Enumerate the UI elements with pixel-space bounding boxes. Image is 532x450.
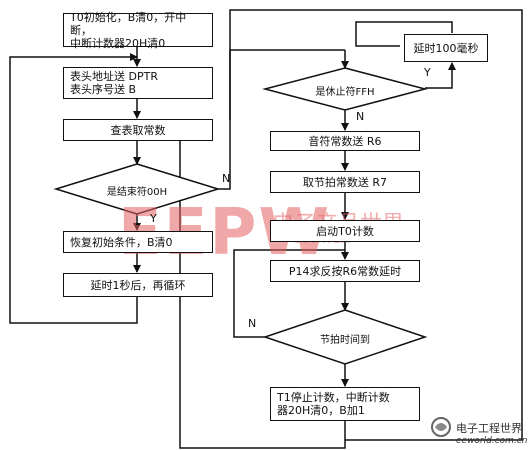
box-table-ptr-line2: 表头序号送 B	[70, 83, 137, 96]
box-delay100ms-label: 延时100毫秒	[413, 41, 479, 55]
edge-rest-yes-to-delay100	[425, 62, 456, 89]
box-restore: 恢复初始条件，B清0	[63, 231, 213, 253]
decision-beat-time-shape	[262, 309, 428, 365]
box-delay1s-label: 延时1秒后，再循环	[90, 278, 186, 292]
edge-beat-no-loop	[233, 249, 345, 338]
label-beat-no: N	[248, 317, 257, 330]
edge-feed-rest	[229, 49, 345, 120]
eeworld-logo-icon	[431, 417, 451, 437]
label-rest-yes: Y	[424, 66, 431, 79]
box-t1-stop: T1停止计数，中断计数 器20H清0，B加1	[270, 387, 420, 421]
box-beat-r7: 取节拍常数送 R7	[270, 171, 420, 193]
corner-brand-cn: 电子工程世界	[456, 422, 522, 435]
corner-brand-url: eeworld.com.cn	[456, 436, 528, 446]
edge-delay-loop-back	[9, 53, 138, 324]
box-delay100ms: 延时100毫秒	[404, 34, 488, 62]
decision-is-end-label: 是结束符00H	[106, 187, 168, 198]
edge-end-no-to-rest	[218, 9, 523, 441]
label-end-yes: Y	[150, 212, 157, 225]
box-restore-label: 恢复初始条件，B清0	[70, 235, 173, 249]
box-lookup: 查表取常数	[63, 119, 213, 141]
decision-beat-time-label: 节拍时间到	[320, 335, 370, 346]
box-init: T0初始化，B清0，开中断， 中断计数器20H清0	[63, 10, 213, 50]
decision-is-rest-label: 是休止符FFH	[315, 87, 375, 98]
box-p14-label: P14求反按R6常数延时	[288, 264, 402, 278]
box-init-line1: T0初始化，B清0，开中断，	[70, 10, 187, 37]
label-rest-no: N	[356, 110, 365, 123]
box-beat-r7-label: 取节拍常数送 R7	[302, 175, 388, 189]
edge-delay100-back	[355, 21, 453, 47]
box-t1-stop-line2: 器20H清0，B加1	[277, 404, 365, 417]
box-p14: P14求反按R6常数延时	[270, 260, 420, 282]
box-start-t0: 启动T0计数	[270, 220, 420, 242]
box-lookup-label: 查表取常数	[110, 123, 166, 137]
box-delay1s: 延时1秒后，再循环	[63, 273, 213, 297]
box-table-ptr-line1: 表头地址送 DPTR	[70, 70, 158, 83]
box-t1-stop-line1: T1停止计数，中断计数	[277, 391, 390, 404]
box-init-line2: 中断计数器20H清0	[70, 36, 166, 50]
box-start-t0-label: 启动T0计数	[316, 224, 374, 238]
box-note-r6-label: 音符常数送 R6	[308, 134, 382, 148]
decision-is-end-shape	[53, 163, 221, 215]
label-end-no: N	[222, 172, 231, 185]
box-note-r6: 音符常数送 R6	[270, 131, 420, 151]
box-table-ptr: 表头地址送 DPTR 表头序号送 B	[63, 67, 213, 99]
decision-is-rest-shape	[262, 67, 428, 111]
